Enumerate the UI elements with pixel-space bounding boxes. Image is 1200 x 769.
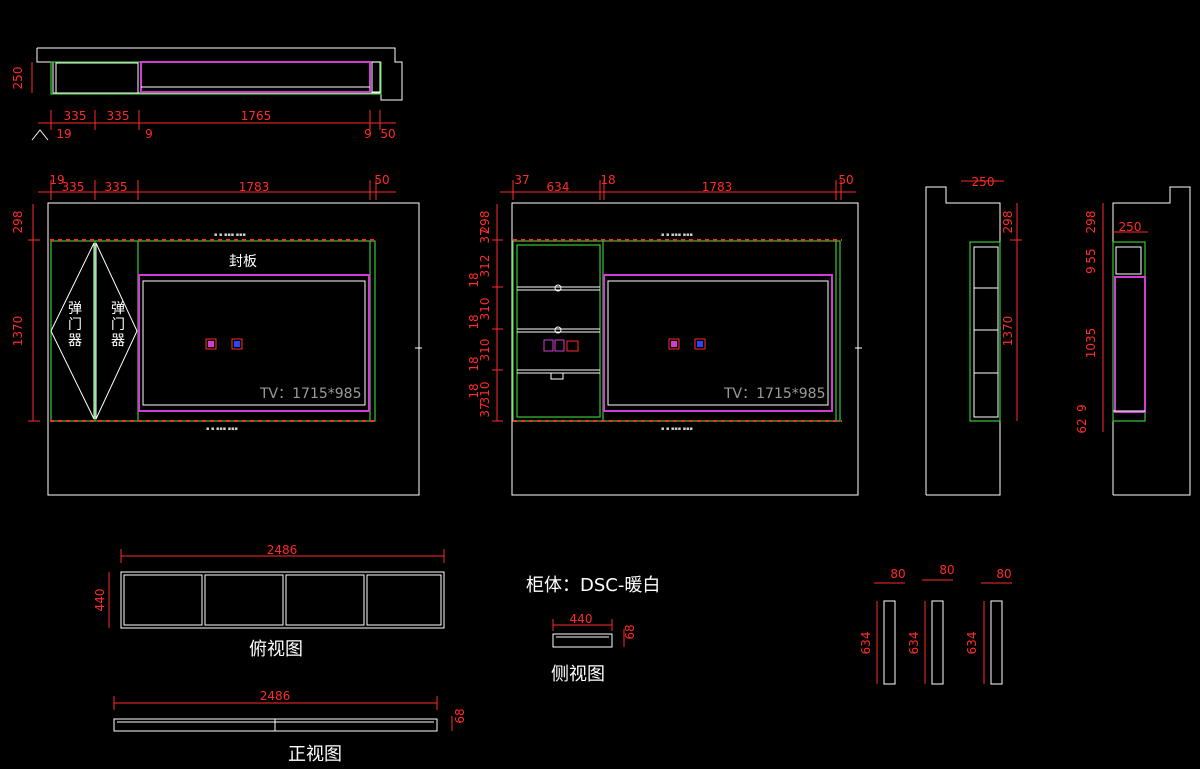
inner-left-dim-6: 18	[467, 356, 481, 371]
svg-text:▪ ▪ ▪▪▪ ▪▪▪: ▪ ▪ ▪▪▪ ▪▪▪	[661, 232, 693, 238]
wall-plan-view: 250 335 335 1765 19 9 9 50	[11, 47, 403, 141]
sideB-width-dim: 250	[1119, 220, 1142, 234]
tv-size-label-front: TV：1715*985	[259, 386, 361, 402]
front-dim-1783: 1783	[239, 180, 270, 194]
sideB-gap2-dim: 9	[1075, 404, 1089, 412]
panel-label: 封板	[229, 254, 257, 270]
plan-height-dim: 250	[11, 67, 25, 90]
cabinet-side-view: 柜体：DSC-暖白 440 68 侧视图	[526, 575, 660, 685]
front-elevation: ▪ ▪ ▪▪▪ ▪▪▪ ▪ ▪ ▪▪▪ ▪▪▪ 封板 弹门器 弹门器 TV：17…	[11, 173, 422, 496]
side-view-caption: 侧视图	[551, 664, 605, 685]
leg-1-height-dim: 634	[859, 632, 873, 655]
leg-2: 80 634	[907, 563, 955, 685]
inner-dim-37: 37	[514, 173, 529, 187]
sideB-62-dim: 62	[1075, 418, 1089, 433]
sideB-top-dim: 298	[1084, 211, 1098, 234]
front-dim-335b: 335	[105, 180, 128, 194]
inner-left-dim-3: 312	[478, 255, 492, 278]
cabinet-plan-view: 2486 440 俯视图	[93, 543, 445, 660]
sideA-width-dim: 250	[972, 175, 995, 189]
sideB-1035-dim: 1035	[1084, 328, 1098, 359]
inner-dim-634: 634	[547, 180, 570, 194]
inner-dim-1783: 1783	[702, 180, 733, 194]
leg-2-width-dim: 80	[939, 563, 954, 577]
inner-left-dim-5: 310	[478, 298, 492, 321]
plan-gap-dim-a: 9	[145, 127, 153, 141]
inner-dim-18: 18	[600, 173, 615, 187]
cabinet-plan-depth-dim: 440	[93, 589, 107, 612]
cabinet-side-depth-dim: 440	[570, 612, 593, 626]
cabinet-front-view: 2486 68 正视图	[113, 689, 467, 765]
cabinet-front-height-dim: 68	[453, 708, 467, 723]
inner-left-dim-7: 310	[478, 339, 492, 362]
side-section-b: 250 298 9 55 1035 9 62	[1075, 186, 1191, 496]
inner-left-dim-2: 18	[467, 272, 481, 287]
tv-size-label-inner: TV：1715*985	[723, 386, 825, 402]
inner-left-dim-9: 310	[478, 382, 492, 405]
plan-view-caption: 俯视图	[249, 639, 303, 660]
inner-left-dim-4: 18	[467, 314, 481, 329]
leg-3-width-dim: 80	[996, 567, 1011, 581]
plan-seg1-dim: 335	[64, 109, 87, 123]
sideA-top-dim: 298	[1001, 211, 1015, 234]
inner-left-dim-8: 18	[467, 383, 481, 398]
inner-elevation: ▪ ▪ ▪▪▪ ▪▪▪ ▪ ▪ ▪▪▪ ▪▪▪ TV：1715*985 37 6…	[492, 173, 862, 496]
leg-3-height-dim: 634	[965, 632, 979, 655]
leg-3: 80 634	[965, 567, 1012, 685]
plan-gap-dim-b: 9	[364, 127, 372, 141]
door-catch-left-label: 弹门器	[68, 301, 82, 349]
inner-left-dim-10: 37	[478, 402, 492, 417]
front-dim-335a: 335	[62, 180, 85, 194]
sideA-height-dim: 1370	[1001, 316, 1015, 347]
inner-left-dim-0: 37	[478, 228, 492, 243]
inner-left-dim-1: 298	[478, 211, 492, 234]
front-dim-19: 19	[49, 173, 64, 187]
sideB-55-dim: 55	[1084, 248, 1098, 263]
material-note: 柜体：DSC-暖白	[526, 575, 660, 596]
svg-text:▪ ▪ ▪▪▪ ▪▪▪: ▪ ▪ ▪▪▪ ▪▪▪	[214, 232, 246, 238]
plan-right-dim: 50	[380, 127, 395, 141]
leg-1: 80 634	[859, 567, 906, 685]
inner-dim-50: 50	[838, 173, 853, 187]
cabinet-side-height-dim: 68	[623, 624, 637, 639]
leg-1-width-dim: 80	[890, 567, 905, 581]
cabinet-plan-length-dim: 2486	[267, 543, 298, 557]
front-dim-298: 298	[11, 211, 25, 234]
plan-seg2-dim: 335	[107, 109, 130, 123]
front-view-caption: 正视图	[288, 744, 342, 765]
door-catch-right-label: 弹门器	[111, 301, 125, 349]
svg-text:▪ ▪ ▪▪▪ ▪▪▪: ▪ ▪ ▪▪▪ ▪▪▪	[206, 426, 238, 432]
cabinet-front-length-dim: 2486	[260, 689, 291, 703]
front-dim-50: 50	[374, 173, 389, 187]
leg-2-height-dim: 634	[907, 632, 921, 655]
sideB-gap1-dim: 9	[1084, 266, 1098, 274]
plan-seg3-dim: 1765	[241, 109, 272, 123]
front-dim-1370: 1370	[11, 316, 25, 347]
svg-text:▪ ▪ ▪▪▪ ▪▪▪: ▪ ▪ ▪▪▪ ▪▪▪	[661, 426, 693, 432]
plan-left-gap-dim: 19	[56, 127, 71, 141]
side-section-a: 250 298 1370	[925, 175, 1022, 496]
